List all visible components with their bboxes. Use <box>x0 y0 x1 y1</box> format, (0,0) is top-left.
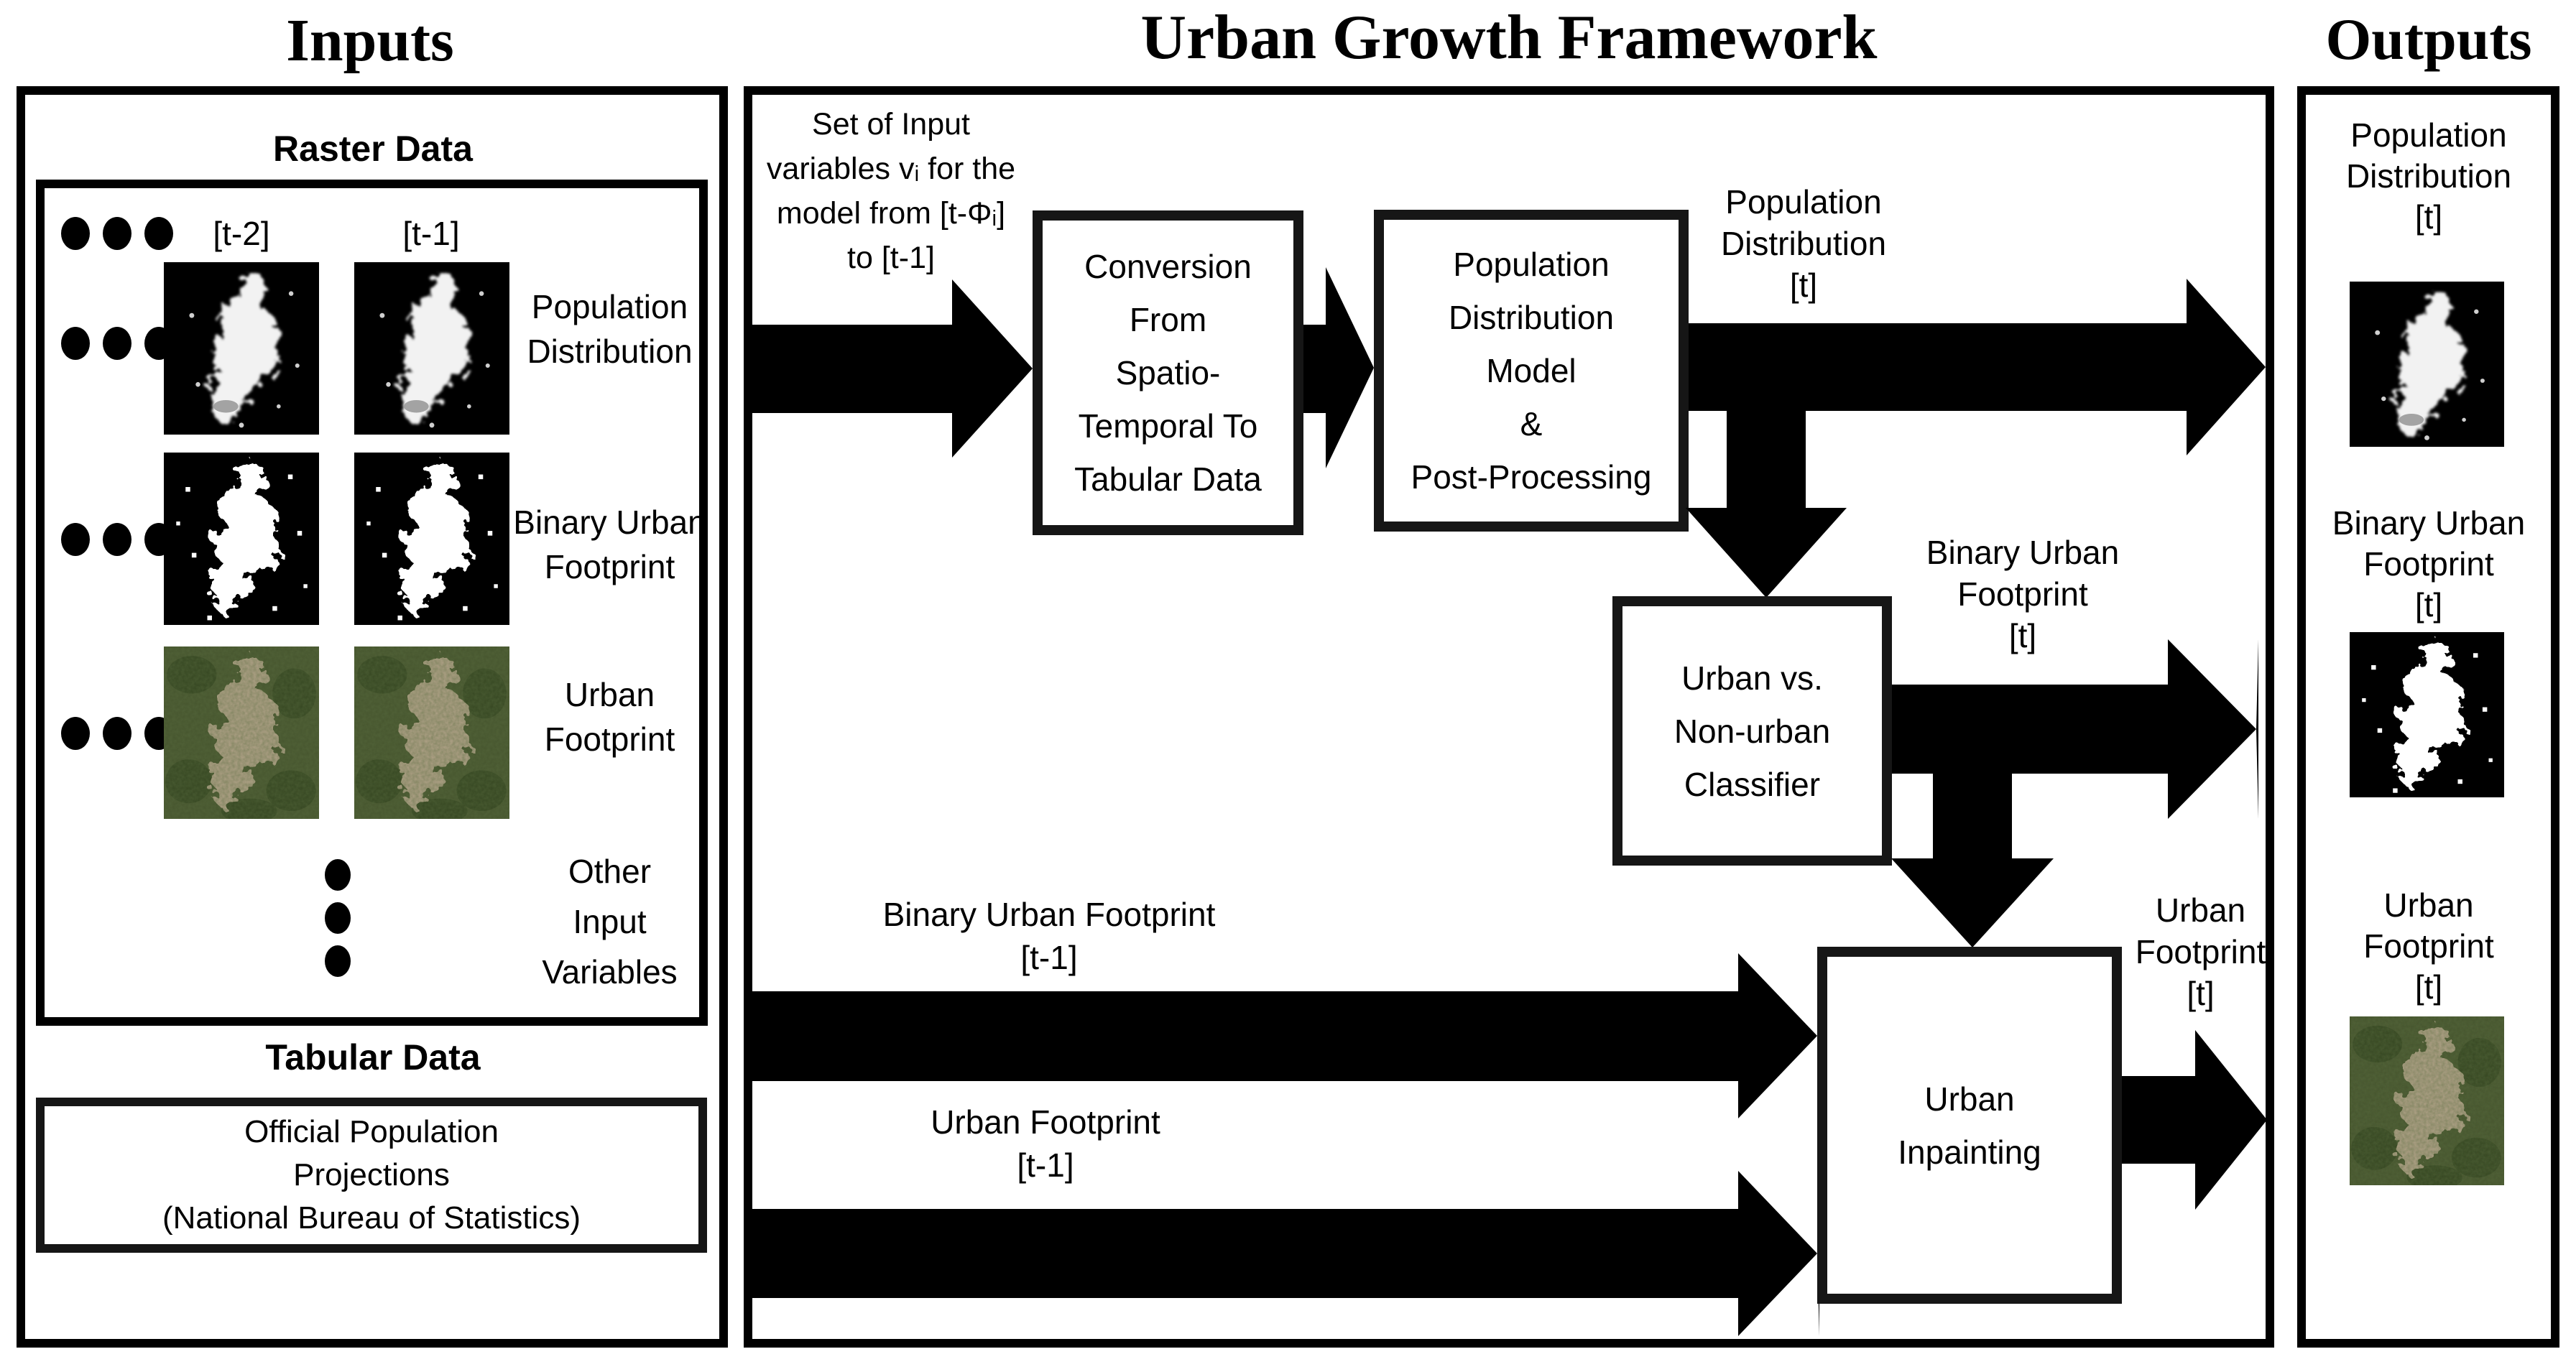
dot-icon <box>144 217 173 250</box>
input-variables-note: Set of Input variables vᵢ for the model … <box>766 107 1016 275</box>
dot-icon <box>61 523 90 556</box>
dot-icon <box>103 327 131 360</box>
raster-data-box <box>36 180 708 1026</box>
urban-footprint-thumbnail-t1 <box>354 646 509 819</box>
dot-icon <box>325 902 351 934</box>
time-label-t2: [t-2] <box>213 215 270 252</box>
time-label-t1: [t-1] <box>402 215 460 252</box>
binary-row-label: Binary Urban Footprint <box>513 504 706 585</box>
arrow-right-icon <box>2195 1030 2269 1210</box>
arrow-binary-t1-shaft <box>752 991 1739 1081</box>
framework-title: Urban Growth Framework <box>1140 3 1878 73</box>
population-distribution-model-box: Population Distribution Model & Post-Pro… <box>1374 210 1689 532</box>
vertical-ellipsis-icon <box>325 859 351 977</box>
urban-vs-nonurban-classifier-box: Urban vs. Non-urban Classifier <box>1612 596 1892 866</box>
outputs-title: Outputs <box>2325 6 2532 72</box>
arrow-down-to-inpainting-shaft <box>1933 772 2012 860</box>
dot-icon <box>103 217 131 250</box>
arrow-right-icon <box>1738 1171 1819 1336</box>
output-population-label: Population Distribution [t] <box>2345 116 2512 236</box>
population-raster-thumbnail-t2 <box>164 262 319 435</box>
output-urban-thumbnail <box>2350 1016 2504 1185</box>
arrow-right-icon <box>2187 279 2268 455</box>
dot-icon <box>325 859 351 891</box>
dot-icon <box>61 717 90 750</box>
arrow-down-icon <box>1686 508 1847 600</box>
binary-footprint-thumbnail-t1 <box>354 453 509 625</box>
arrow-down-icon <box>1891 858 2054 950</box>
arrow-right-icon <box>1738 953 1819 1118</box>
conversion-box: Conversion From Spatio- Temporal To Tabu… <box>1033 210 1303 535</box>
ellipsis-icon <box>61 523 173 556</box>
arrow-right-icon <box>2168 639 2258 819</box>
binary-footprint-thumbnail-t2 <box>164 453 319 625</box>
binary-urban-footprint-t1-label: Binary Urban Footprint [t-1] <box>882 896 1216 976</box>
output-population-thumbnail <box>2350 282 2504 447</box>
arrow-conversion-to-model-shaft <box>1303 325 1328 413</box>
dot-icon <box>61 217 90 250</box>
inputs-title: Inputs <box>286 7 454 74</box>
arrow-inpainting-to-output-shaft <box>2122 1076 2197 1164</box>
dot-icon <box>103 523 131 556</box>
population-row-label: Population Distribution <box>527 288 693 370</box>
arrow-down-to-classifier-shaft <box>1727 409 1806 510</box>
arrow-right-icon <box>952 279 1035 458</box>
arrow-urban-t1-shaft <box>752 1209 1739 1298</box>
output-binary-label: Binary Urban Footprint [t] <box>2332 504 2526 624</box>
urban-row-label: Urban Footprint <box>544 676 675 758</box>
urban-inpainting-box: Urban Inpainting <box>1817 947 2122 1304</box>
arrow-model-to-output-shaft <box>1689 323 2187 411</box>
official-population-projections-box: Official Population Projections (Nationa… <box>36 1098 707 1253</box>
raster-data-heading: Raster Data <box>273 129 473 169</box>
urban-footprint-t1-label: Urban Footprint [t-1] <box>931 1103 1160 1184</box>
other-input-variables-label: Other Input Variables <box>542 853 678 991</box>
ellipsis-icon <box>61 327 173 360</box>
arrow-classifier-to-output-shaft <box>1892 685 2168 774</box>
output-binary-thumbnail <box>2350 632 2504 797</box>
population-distribution-t-label: Population Distribution [t] <box>1720 183 1887 304</box>
dot-icon <box>325 945 351 977</box>
output-urban-label: Urban Footprint [t] <box>2363 886 2494 1006</box>
dot-icon <box>61 327 90 360</box>
ellipsis-icon <box>61 717 173 750</box>
binary-urban-footprint-t-label: Binary Urban Footprint [t] <box>1926 534 2120 654</box>
ellipsis-icon <box>61 217 173 250</box>
dot-icon <box>103 717 131 750</box>
urban-footprint-t-label: Urban Footprint [t] <box>2135 891 2266 1012</box>
arrow-inputs-to-conversion-shaft <box>752 325 952 413</box>
population-raster-thumbnail-t1 <box>354 262 509 435</box>
urban-footprint-thumbnail-t2 <box>164 646 319 819</box>
tabular-data-heading: Tabular Data <box>265 1037 481 1077</box>
arrow-right-icon <box>1326 267 1376 468</box>
